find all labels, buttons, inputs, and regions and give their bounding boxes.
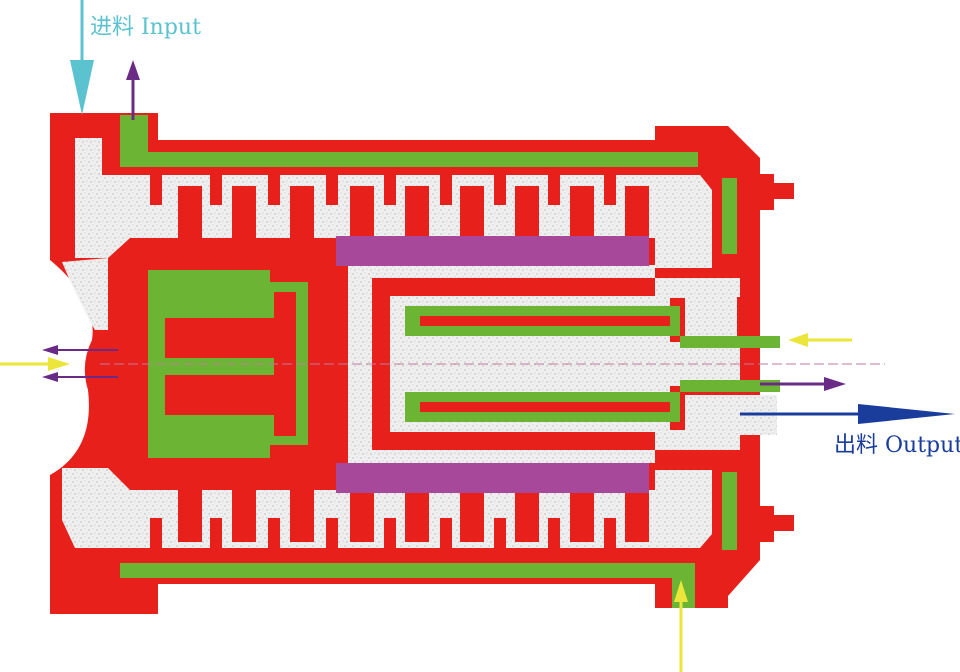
lower-teeth: [150, 490, 649, 548]
output-arrow: [740, 404, 955, 424]
upper-teeth: [150, 175, 649, 238]
magnet-top: [336, 236, 649, 266]
coolant-out-arrow-top: [126, 60, 140, 120]
shaft-lines: [95, 353, 148, 375]
flange-bottom: [760, 506, 774, 542]
right-upper-passage: [685, 297, 737, 342]
magnet-bottom: [336, 463, 649, 493]
coolant-in-arrow-bottom: [674, 580, 688, 672]
inlet-passage: [75, 138, 108, 258]
flange-top: [760, 174, 774, 210]
rotor-channel-internals: [420, 316, 670, 412]
coolant-out-arrows-left: [42, 345, 118, 382]
coolant-in-arrow-right: [788, 333, 852, 347]
flange-bottom-cap: [774, 515, 794, 531]
flange-top-cap: [774, 183, 794, 199]
left-lower-passage: [62, 468, 108, 548]
coolant-in-arrow-left: [0, 357, 70, 371]
coolant-out-arrow-right: [760, 377, 846, 391]
input-arrow: [70, 0, 94, 115]
output-label: 出料 Output: [834, 433, 960, 458]
input-label: 进料 Input: [90, 15, 201, 40]
left-upper-cavity: [62, 258, 108, 330]
